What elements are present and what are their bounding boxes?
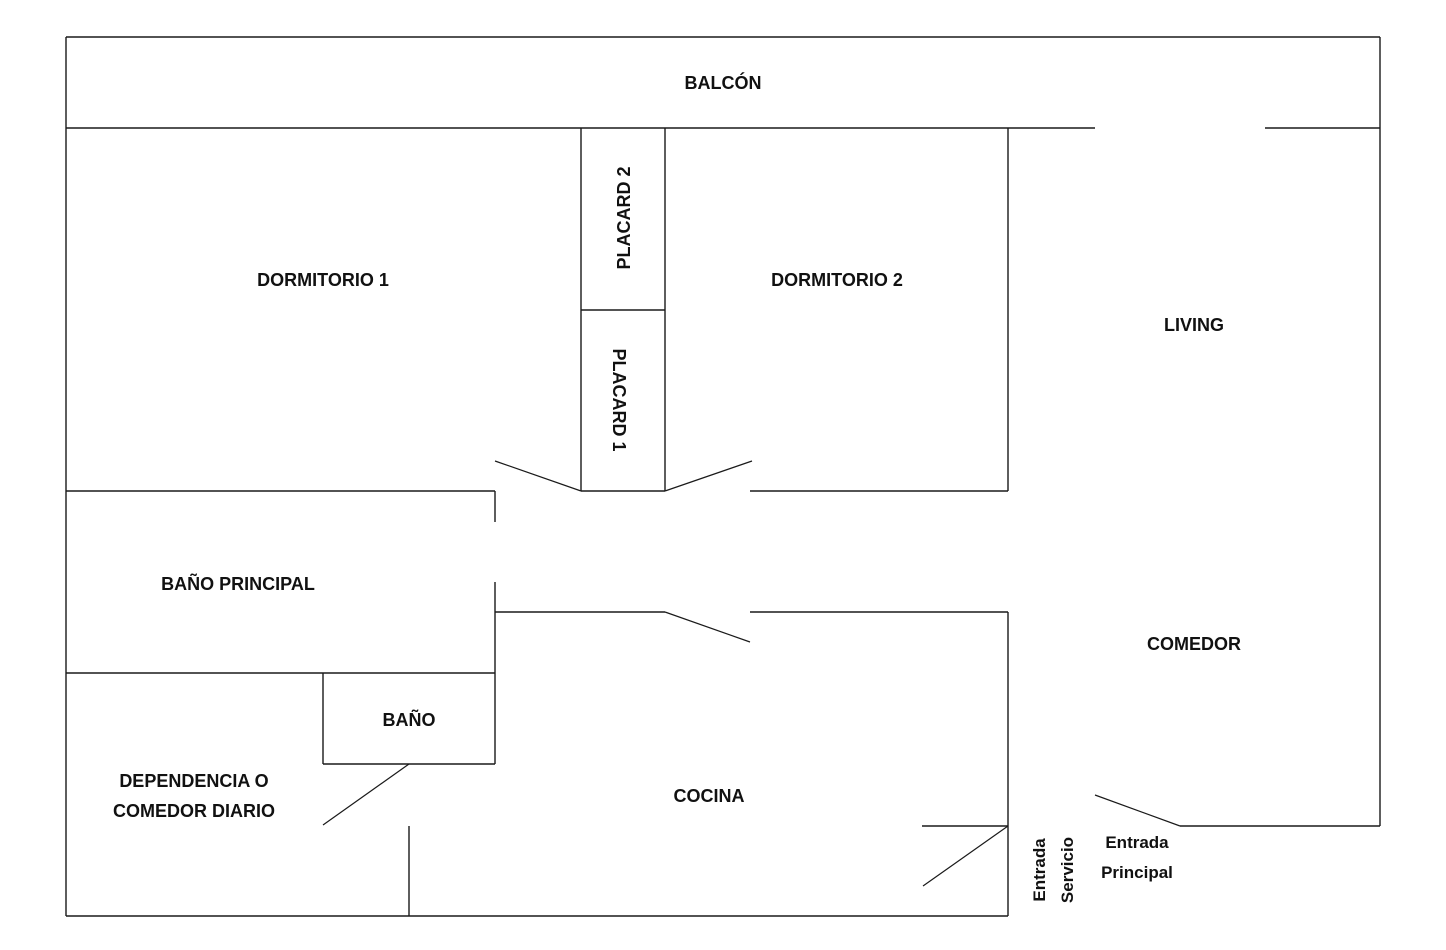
room-label-dependencia-line1: DEPENDENCIA O <box>119 771 268 791</box>
kitchen-walls <box>750 611 1009 916</box>
room-label-dormitorio-1: DORMITORIO 1 <box>257 270 389 290</box>
entrance-label-principal-line2: Principal <box>1101 863 1173 882</box>
room-label-dependencia-line2: COMEDOR DIARIO <box>113 801 275 821</box>
entrance-label-servicio-line1: Entrada <box>1030 838 1049 902</box>
doors <box>322 460 1181 887</box>
room-label-placard-1: PLACARD 1 <box>609 348 629 451</box>
room-label-cocina: COCINA <box>674 786 745 806</box>
door-dormitorio-2 <box>664 460 753 492</box>
main-bathroom-walls <box>66 491 665 674</box>
door-cocina <box>664 611 751 643</box>
room-label-living: LIVING <box>1164 315 1224 335</box>
room-label-placard-2: PLACARD 2 <box>614 166 634 269</box>
entrance-label-servicio-line2: Servicio <box>1058 837 1077 903</box>
door-entrada-servicio <box>922 825 1009 887</box>
room-label-bano: BAÑO <box>383 709 436 730</box>
placard-walls <box>580 128 666 492</box>
room-label-comedor: COMEDOR <box>1147 634 1241 654</box>
door-dormitorio-1 <box>494 460 582 492</box>
entrance-label-principal-line1: Entrada <box>1105 833 1169 852</box>
room-label-bano-principal: BAÑO PRINCIPAL <box>161 573 315 594</box>
door-entrada-principal <box>1094 794 1181 827</box>
bedroom-walls <box>66 128 1009 492</box>
room-label-balcon: BALCÓN <box>685 72 762 93</box>
room-label-dormitorio-2: DORMITORIO 2 <box>771 270 903 290</box>
door-bano <box>322 763 410 826</box>
outer-walls <box>65 36 1381 917</box>
